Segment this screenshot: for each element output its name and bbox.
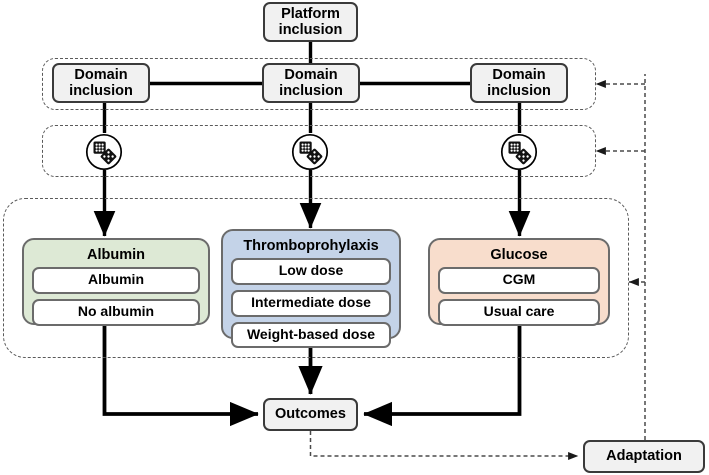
outcomes-box[interactable]: Outcomes — [263, 398, 358, 431]
platform-inclusion-box[interactable]: Platform inclusion — [263, 2, 358, 42]
platform-inclusion-label-line1: Platform — [281, 5, 340, 22]
outcomes-label: Outcomes — [275, 406, 346, 423]
randomisation-group — [42, 125, 596, 177]
wire-outcomes-to-adaptation — [309, 431, 579, 461]
randomisation-middle[interactable] — [291, 133, 329, 171]
glucose-arm-1[interactable]: CGM — [438, 267, 600, 294]
thromboprophylaxis-arm-1[interactable]: Low dose — [231, 258, 391, 285]
wire-albumin-to-outcomes — [102, 325, 259, 427]
dice-icon — [291, 133, 329, 171]
platform-inclusion-label-line2: inclusion — [278, 22, 343, 38]
thromboprophylaxis-domain[interactable]: Thromboprohylaxis Low dose Intermediate … — [221, 229, 401, 349]
adaptation-box[interactable]: Adaptation — [583, 440, 705, 473]
domains-group — [3, 198, 629, 358]
adaptation-label: Adaptation — [606, 448, 682, 465]
randomisation-left[interactable] — [85, 133, 123, 171]
albumin-domain-title: Albumin — [87, 247, 145, 263]
dice-icon — [85, 133, 123, 171]
domain-inclusion-right-label-line1: Domain — [492, 66, 546, 83]
thromboprophylaxis-arm-2[interactable]: Intermediate dose — [231, 289, 391, 317]
domain-inclusion-group — [42, 58, 596, 110]
glucose-domain[interactable]: Glucose CGM Usual care — [428, 238, 610, 326]
domain-inclusion-right[interactable]: Domain inclusion — [470, 63, 568, 103]
domain-inclusion-left-label-line2: inclusion — [69, 83, 133, 99]
domain-inclusion-middle-label-line1: Domain — [284, 66, 338, 83]
domain-inclusion-right-label-line2: inclusion — [487, 83, 551, 99]
thromboprophylaxis-arm-3[interactable]: Weight-based dose — [231, 321, 391, 349]
thromboprophylaxis-domain-title: Thromboprohylaxis — [243, 238, 379, 254]
glucose-domain-title: Glucose — [490, 247, 548, 263]
dice-icon — [500, 133, 538, 171]
domain-inclusion-left[interactable]: Domain inclusion — [52, 63, 150, 103]
albumin-arm-2[interactable]: No albumin — [32, 298, 200, 326]
albumin-arm-1[interactable]: Albumin — [32, 267, 200, 294]
glucose-arm-2[interactable]: Usual care — [438, 298, 600, 326]
domain-inclusion-left-label-line1: Domain — [74, 66, 128, 83]
wire-glucose-to-outcomes — [363, 325, 522, 427]
randomisation-right[interactable] — [500, 133, 538, 171]
domain-inclusion-middle[interactable]: Domain inclusion — [262, 63, 360, 103]
domain-inclusion-middle-label-line2: inclusion — [279, 83, 343, 99]
albumin-domain[interactable]: Albumin Albumin No albumin — [22, 238, 210, 326]
